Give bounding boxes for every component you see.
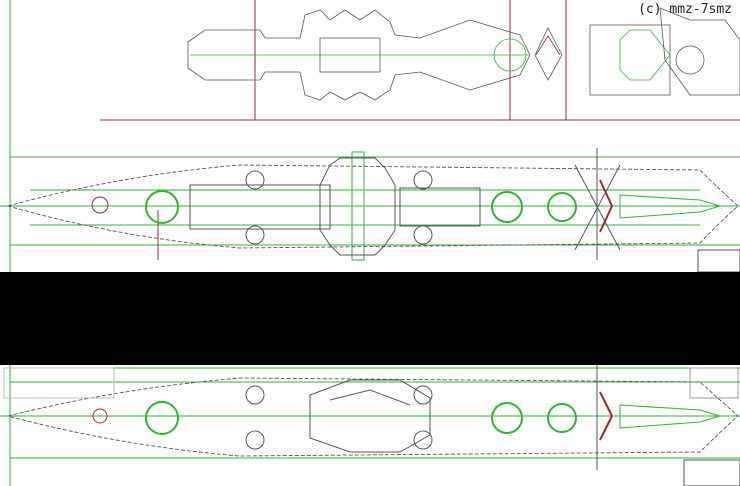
- upper-deck-plan: [6, 148, 740, 273]
- red-frame-lines: [100, 0, 740, 260]
- watermark: (c) mmz-7smz: [638, 2, 732, 17]
- top-partial-plan: [187, 7, 740, 101]
- lower-deck-plan: [3, 365, 740, 486]
- redacted-band: [0, 272, 740, 365]
